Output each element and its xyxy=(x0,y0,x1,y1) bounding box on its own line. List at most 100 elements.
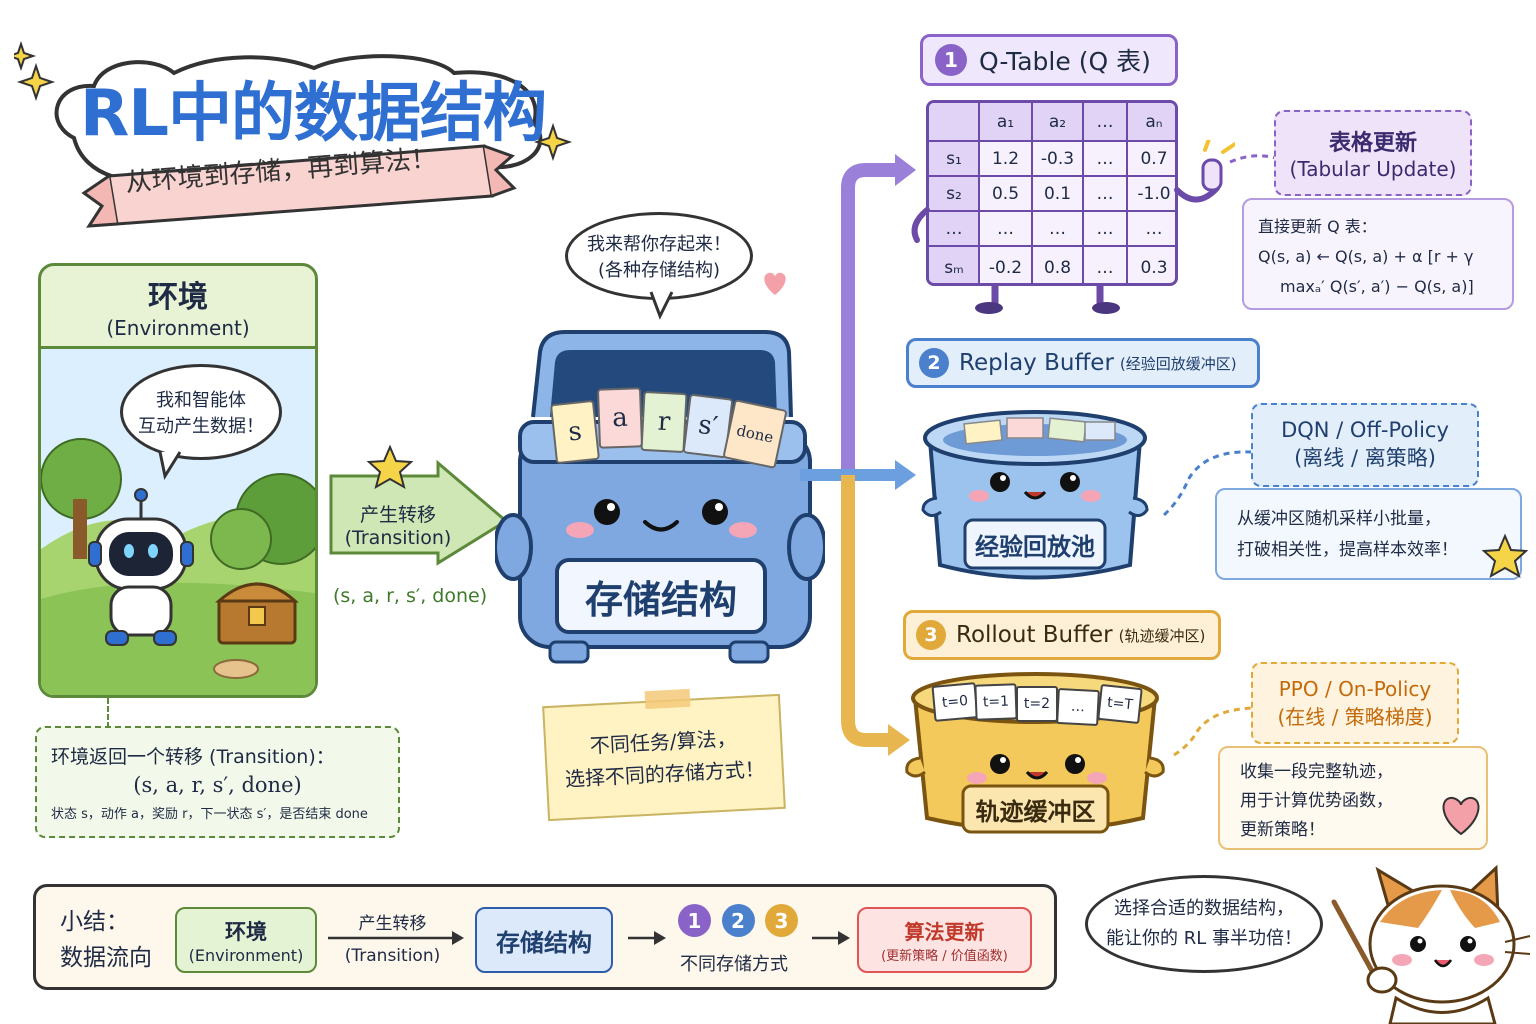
qtable-cell: -0.2 xyxy=(988,257,1023,278)
qtable-cell: 0.1 xyxy=(1043,183,1072,204)
rollout-description: 收集一段完整轨迹， 用于计算优势函数， 更新策略！ xyxy=(1218,746,1488,850)
transition-card: r xyxy=(640,390,688,454)
environment-scene xyxy=(41,349,315,695)
replay-desc-line: 从缓冲区随机采样小批量， xyxy=(1237,509,1441,529)
arrow-right-icon xyxy=(812,931,850,945)
environment-note-line: 环境返回一个转移 (Transition)： xyxy=(51,746,335,768)
tape-icon xyxy=(644,688,691,710)
cat-icon xyxy=(1331,864,1531,1024)
robot-icon xyxy=(88,488,194,646)
arrow-right-icon xyxy=(328,931,464,945)
qtable-cell: 1.2 xyxy=(991,148,1020,169)
branch-arrows xyxy=(800,154,916,756)
qtable-tag-line: (Tabular Update) xyxy=(1289,157,1457,181)
summary-env-box: 环境 (Environment) xyxy=(175,907,317,973)
number-badge: 1 xyxy=(678,904,711,937)
environment-speech-line: 我和智能体 xyxy=(156,390,246,411)
sticky-note: 不同任务/算法， 选择不同的存储方式！ xyxy=(542,693,786,822)
star-icon xyxy=(1481,533,1529,579)
storage-speech-line: 我来帮你存起来！ xyxy=(587,234,731,255)
qtable-cell: -0.3 xyxy=(1040,148,1075,169)
qtable-cell: -1.0 xyxy=(1137,183,1171,204)
storage-label: 存储结构 xyxy=(584,577,737,622)
transition-card: a xyxy=(596,387,644,449)
qtable-cell: 0.8 xyxy=(1043,257,1072,278)
qtable-tag-line: 表格更新 xyxy=(1328,131,1417,156)
replay-header-cn: (经验回放缓冲区) xyxy=(1119,354,1237,373)
summary-algo-sub: (更新策略 / 价值函数) xyxy=(881,949,1008,964)
summary-storage-box: 存储结构 xyxy=(475,907,613,973)
environment-subtitle: (Environment) xyxy=(106,316,250,340)
storage-speech-line: (各种存储结构) xyxy=(597,260,721,281)
number-badge: 1 xyxy=(935,44,967,76)
replay-description: 从缓冲区随机采样小批量， 打破相关性，提高样本效率！ xyxy=(1215,488,1522,580)
connector-line xyxy=(1173,706,1259,757)
cat-speech-line: 选择合适的数据结构， xyxy=(1114,898,1294,919)
summary-algo-box: 算法更新 (更新策略 / 价值函数) xyxy=(857,907,1032,973)
summary-arrow-label: 产生转移 (Transition) xyxy=(330,908,455,972)
qtable-cell: … xyxy=(1096,148,1114,169)
qtable-header-label: Q-Table (Q 表) xyxy=(979,47,1151,76)
heart-icon xyxy=(1442,796,1480,836)
qtable-cell: 0.7 xyxy=(1140,148,1168,169)
speech-tail-icon xyxy=(649,291,674,320)
storage-speech: 我来帮你存起来！ (各种存储结构) xyxy=(565,212,753,300)
qtable-cell: … xyxy=(1049,218,1066,239)
qtable-row-state: sₘ xyxy=(944,257,964,278)
qtable-tag: 表格更新 (Tabular Update) xyxy=(1274,110,1472,196)
rollout-tag-line: (在线 / 策略梯度) xyxy=(1277,704,1433,729)
qtable-desc-line: maxₐ′ Q(s′, a′) − Q(s, a)] xyxy=(1280,277,1474,296)
summary-title: 小结： 数据流向 xyxy=(60,904,152,976)
qtable-grid: a₁ a₂ … aₙ s₁ 1.2 -0.3 … 0.7 s₂ 0.5 0.1 … xyxy=(926,100,1178,286)
treasure-chest-icon xyxy=(215,582,299,645)
qtable-cell: … xyxy=(1096,218,1114,239)
summary-env-label: 环境 xyxy=(225,919,267,944)
replay-tag-line: DQN / Off-Policy xyxy=(1281,418,1449,442)
timestep-card: t=T xyxy=(1097,683,1143,725)
transition-arrow xyxy=(329,444,509,566)
qtable-character xyxy=(911,140,1235,314)
replay-bucket xyxy=(921,410,1149,580)
replay-tag-line: (离线 / 离策略) xyxy=(1294,446,1436,470)
qtable-cell: … xyxy=(1096,183,1114,204)
timestep-card: t=0 xyxy=(931,682,979,722)
heart-icon xyxy=(764,272,786,295)
number-badge: 3 xyxy=(765,904,798,937)
title-decoration xyxy=(14,40,573,228)
speech-tail-icon xyxy=(158,451,182,480)
connector-line xyxy=(1162,450,1253,517)
qtable-row-state: s₂ xyxy=(946,183,962,204)
qtable-row-state: s₁ xyxy=(946,148,962,169)
qtable-cell: … xyxy=(997,218,1014,239)
rollout-label: 轨迹缓冲区 xyxy=(975,797,1096,826)
replay-header: 2 Replay Buffer (经验回放缓冲区) xyxy=(906,338,1260,388)
summary-env-sub: (Environment) xyxy=(188,945,304,965)
rollout-desc-line: 用于计算优势函数， xyxy=(1240,791,1393,811)
connector-line xyxy=(107,698,109,728)
qtable-col-header: … xyxy=(1096,112,1114,132)
replay-desc-line: 打破相关性，提高样本效率！ xyxy=(1237,540,1458,560)
timestep-card: t=2 xyxy=(1016,686,1058,722)
qtable-col-header: a₁ xyxy=(996,112,1015,132)
qtable-description: 直接更新 Q 表： Q(s, a) ← Q(s, a) + α [r + γ m… xyxy=(1242,198,1514,310)
transition-label: 产生转移 (Transition) xyxy=(333,500,463,549)
qtable-col-header: a₂ xyxy=(1048,112,1067,132)
environment-note: 环境返回一个转移 (Transition)： (s, a, r, s′, don… xyxy=(35,726,400,838)
timestep-card: … xyxy=(1056,687,1100,727)
environment-speech: 我和智能体 互动产生数据！ xyxy=(120,364,282,460)
rollout-tag: PPO / On-Policy (在线 / 策略梯度) xyxy=(1251,662,1459,744)
qtable-row-state: … xyxy=(945,218,963,239)
connector-line xyxy=(1229,154,1277,164)
summary-title-line: 数据流向 xyxy=(60,945,152,971)
rollout-header-label: Rollout Buffer xyxy=(956,622,1113,648)
timestep-card: t=1 xyxy=(974,683,1018,721)
summary-ways: 不同存储方式 xyxy=(680,954,788,975)
qtable-col-header: aₙ xyxy=(1145,112,1163,132)
transition-card: s xyxy=(549,399,601,465)
qtable-cell: … xyxy=(1145,218,1163,239)
rollout-header: 3 Rollout Buffer (轨迹缓冲区) xyxy=(903,610,1221,660)
transition-tuple: (s, a, r, s′, done) xyxy=(333,585,488,607)
qtable-desc-line: Q(s, a) ← Q(s, a) + α [r + γ xyxy=(1258,247,1474,266)
page-title: RL中的数据结构 xyxy=(80,77,547,151)
transition-label-line: (Transition) xyxy=(344,527,452,549)
